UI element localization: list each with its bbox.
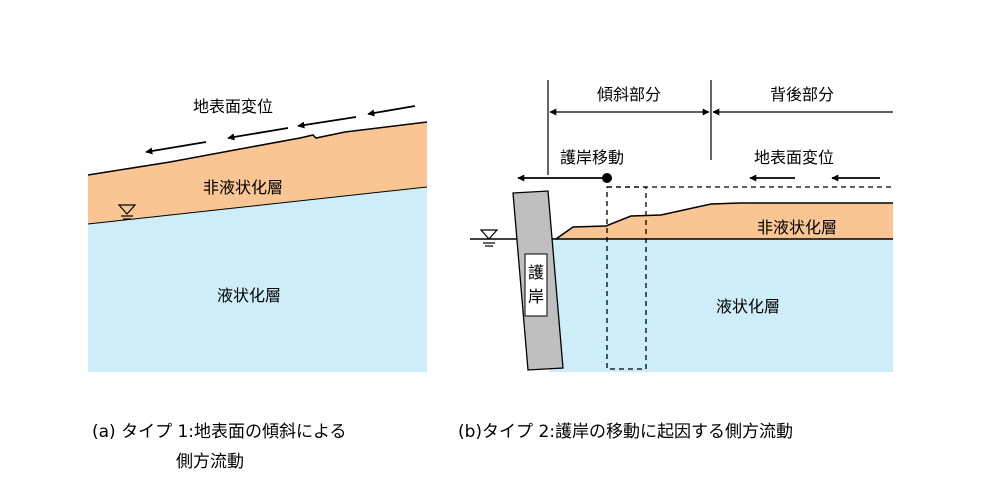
water-level-triangle-icon	[479, 229, 499, 247]
diagram-b: 護 岸 傾斜部分 背後部分 護岸移動 地表面変位 非液状化層 液状化層	[470, 80, 893, 372]
ground-surface-line-a	[87, 121, 428, 176]
liquefied-layer-b	[549, 239, 893, 372]
nonliquefied-layer-a	[88, 122, 427, 224]
back-part-label: 背後部分	[770, 85, 834, 104]
displacement-arrow-4	[367, 105, 416, 117]
displacement-label-b: 地表面変位	[754, 148, 834, 167]
moved-block-dashed	[606, 186, 647, 370]
nonliquefied-layer-b	[556, 203, 893, 239]
liquefied-label-b: 液状化層	[716, 297, 780, 316]
wall-movement-label: 護岸移動	[560, 148, 624, 167]
displacement-arrow-2	[227, 127, 289, 141]
nonliquefied-label-a: 非液状化層	[203, 178, 283, 197]
caption-a-line2: 側方流動	[176, 452, 244, 472]
nonliquefied-label-b: 非液状化層	[757, 218, 837, 237]
displacement-arrow-3	[297, 116, 357, 129]
displacement-label-a: 地表面変位	[193, 97, 273, 116]
caption-a-line1: (a) タイプ 1:地表面の傾斜による	[92, 422, 347, 442]
slope-part-label: 傾斜部分	[597, 85, 661, 104]
diagram-a: 地表面変位 非液状化層 液状化層	[87, 97, 428, 372]
liquefied-label-a: 液状化層	[217, 286, 281, 305]
quay-wall-label-box	[524, 253, 548, 317]
liquefied-layer-a	[88, 187, 427, 372]
displacement-arrow-1	[145, 141, 207, 155]
water-level-triangle-icon	[117, 204, 137, 220]
wall-movement-dot	[602, 173, 612, 183]
quay-wall-char-2: 岸	[528, 287, 544, 306]
water-surface-line-a	[87, 186, 428, 225]
caption-b-line1: (b)タイプ 2:護岸の移動に起因する側方流動	[458, 422, 794, 442]
quay-wall-char-1: 護	[528, 263, 544, 282]
